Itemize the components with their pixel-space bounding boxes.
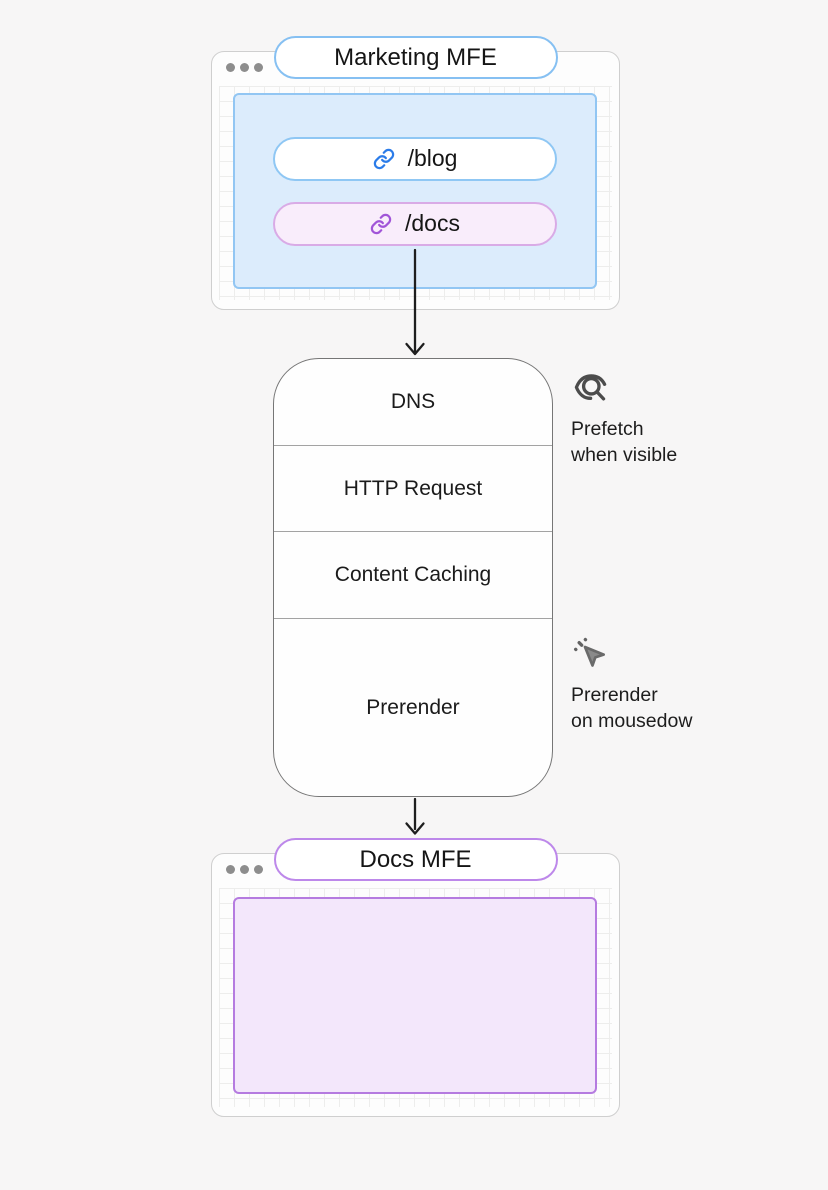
docs-mfe-title-pill: Docs MFE (273, 838, 558, 881)
prerender-annotation-text: Prerender on mousedow (571, 682, 692, 734)
marketing-content-panel: /blog /docs (233, 93, 597, 289)
window-dot (240, 865, 249, 874)
docs-mfe-window: Docs MFE (211, 838, 620, 1117)
cursor-click-icon (574, 637, 605, 667)
stage-http-request: HTTP Request (274, 445, 552, 531)
docs-content-panel (233, 897, 597, 1094)
pipeline-stack: DNS HTTP Request Content Caching Prerend… (273, 358, 553, 797)
arrow-pipeline-to-docs-mfe (405, 797, 425, 835)
marketing-mfe-title-pill: Marketing MFE (273, 36, 558, 79)
stage-content-caching: Content Caching (274, 531, 552, 618)
prefetch-annotation-text: Prefetch when visible (571, 416, 677, 468)
window-dot (240, 63, 249, 72)
stage-http-request-label: HTTP Request (343, 476, 483, 500)
window-dot (254, 63, 263, 72)
blog-link-label: /blog (407, 145, 458, 171)
prefetch-line-1: Prefetch (571, 418, 644, 440)
stage-dns-label: DNS (390, 390, 436, 413)
link-icon (370, 213, 392, 234)
stage-prerender-label: Prerender (366, 695, 460, 719)
marketing-mfe-title: Marketing MFE (334, 43, 497, 71)
window-controls (226, 63, 263, 72)
blog-link-pill[interactable]: /blog (273, 136, 557, 181)
prerender-line-1: Prerender (571, 684, 658, 706)
link-icon (373, 148, 394, 169)
stage-dns: DNS (274, 359, 552, 445)
docs-mfe-title: Docs MFE (359, 845, 472, 873)
docs-link-label: /docs (405, 210, 460, 236)
stage-prerender: Prerender (274, 618, 552, 796)
window-dot (226, 63, 235, 72)
marketing-mfe-window: Marketing MFE /blog /docs (211, 36, 620, 310)
window-controls (226, 865, 263, 874)
prerender-annotation: Prerender on mousedow (571, 635, 692, 734)
prefetch-visible-icon (574, 374, 607, 401)
prefetch-annotation: Prefetch when visible (571, 367, 677, 468)
window-dot (226, 865, 235, 874)
stage-content-caching-label: Content Caching (334, 563, 492, 586)
prerender-line-2: on mousedow (571, 710, 693, 732)
prefetch-line-2: when visible (571, 444, 678, 466)
docs-link-pill[interactable]: /docs (273, 201, 557, 246)
window-dot (254, 865, 263, 874)
